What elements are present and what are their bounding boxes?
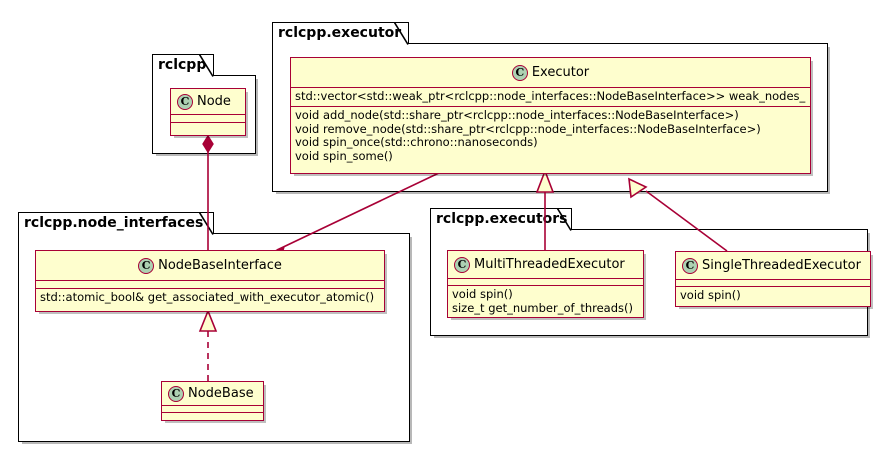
package-rclcpp-tab: rclcpp (152, 54, 214, 77)
package-executors-label: rclcpp.executors (436, 211, 568, 227)
method-row: void spin_once(std::chrono::nanoseconds) (295, 135, 538, 149)
class-stereotype-icon: C (682, 257, 698, 274)
class-node-base-interface[interactable]: C NodeBaseInterface std::atomic_bool& ge… (35, 250, 385, 312)
class-node[interactable]: C Node (170, 88, 246, 136)
package-executor-tab: rclcpp.executor (272, 22, 409, 45)
method-row: void spin() (680, 288, 741, 302)
folder-tab-slant (199, 212, 214, 235)
package-node-interfaces-label: rclcpp.node_interfaces (24, 215, 204, 231)
class-node-base[interactable]: C NodeBase (161, 381, 264, 421)
class-stereotype-icon: C (168, 385, 184, 402)
class-executor-methods: void add_node(std::share_ptr<rclcpp::nod… (291, 107, 810, 165)
class-stereotype-icon: C (177, 93, 193, 110)
method-row: void spin_some() (295, 148, 393, 163)
class-node-base-name: NodeBase (188, 386, 254, 401)
attribute-row: std::vector<std::weak_ptr<rclcpp::node_i… (295, 89, 806, 103)
class-node-base-interface-methods: std::atomic_bool& get_associated_with_ex… (36, 289, 384, 309)
class-node-base-interface-name: NodeBaseInterface (158, 258, 282, 273)
class-executor-name: Executor (531, 65, 590, 80)
class-stereotype-icon: C (138, 257, 155, 274)
method-row: size_t get_number_of_threads() (452, 300, 633, 315)
class-node-methods (171, 123, 245, 131)
class-node-name: Node (197, 94, 231, 109)
class-executor[interactable]: C Executor std::vector<std::weak_ptr<rcl… (290, 57, 811, 174)
class-executor-title: C Executor (291, 58, 810, 88)
package-executors-tab: rclcpp.executors (430, 208, 572, 231)
class-multi-threaded-executor-methods: void spin() size_t get_number_of_threads… (448, 286, 643, 317)
class-single-threaded-executor-title: C SingleThreadedExecutor (676, 252, 870, 280)
package-node-interfaces-tab: rclcpp.node_interfaces (18, 212, 214, 235)
class-node-base-attributes (162, 406, 263, 413)
method-row: void remove_node(std::share_ptr<rclcpp::… (295, 121, 761, 136)
class-multi-threaded-executor[interactable]: C MultiThreadedExecutor void spin() size… (447, 250, 644, 318)
class-node-attributes (171, 115, 245, 123)
class-stereotype-icon: C (454, 256, 470, 273)
folder-tab-slant (199, 54, 214, 77)
method-row: std::atomic_bool& get_associated_with_ex… (40, 290, 375, 304)
class-multi-threaded-executor-attributes (448, 279, 643, 286)
class-node-base-title: C NodeBase (162, 382, 263, 406)
class-multi-threaded-executor-name: MultiThreadedExecutor (474, 257, 625, 272)
class-single-threaded-executor-attributes (676, 280, 870, 287)
class-stereotype-icon: C (511, 64, 528, 81)
class-single-threaded-executor-methods: void spin() (676, 287, 870, 306)
method-row: void add_node(std::share_ptr<rclcpp::nod… (295, 108, 739, 122)
package-rclcpp-label: rclcpp (158, 57, 207, 73)
class-multi-threaded-executor-title: C MultiThreadedExecutor (448, 251, 643, 279)
class-single-threaded-executor-name: SingleThreadedExecutor (702, 258, 861, 273)
folder-tab-slant (557, 208, 572, 231)
class-executor-attributes: std::vector<std::weak_ptr<rclcpp::node_i… (291, 88, 810, 107)
method-row: void spin() (452, 287, 513, 301)
class-node-title: C Node (171, 89, 245, 115)
folder-tab-slant (394, 22, 409, 45)
class-single-threaded-executor[interactable]: C SingleThreadedExecutor void spin() (675, 251, 871, 307)
class-node-base-interface-attributes (36, 281, 384, 289)
class-node-base-interface-title: C NodeBaseInterface (36, 251, 384, 281)
class-node-base-methods (162, 413, 263, 420)
package-executor-label: rclcpp.executor (278, 25, 402, 41)
